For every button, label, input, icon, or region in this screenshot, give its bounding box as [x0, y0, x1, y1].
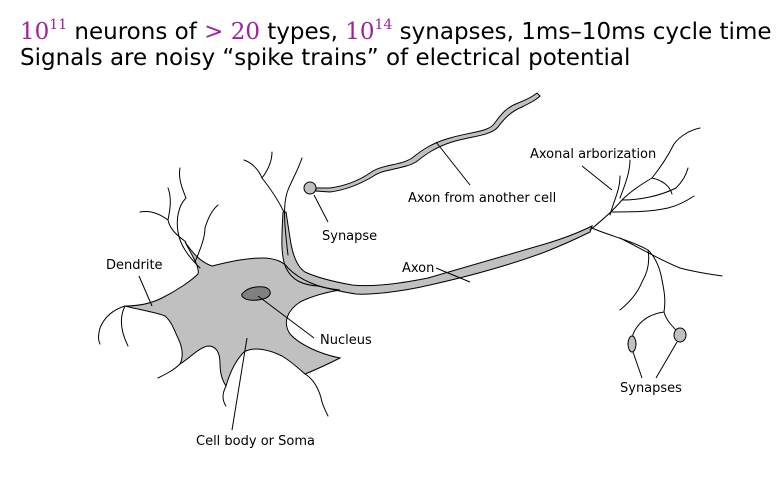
pow1-base: 10	[20, 19, 50, 45]
label-axon-from-another-cell: Axon from another cell	[408, 191, 556, 206]
dendrites	[98, 151, 329, 417]
line1-text3: synapses, 1ms–10ms cycle time	[392, 19, 772, 45]
incoming-axon	[315, 92, 541, 193]
label-cell-body: Cell body or Soma	[196, 434, 315, 449]
math-ten-pow-11: 1011	[20, 17, 68, 45]
label-synapse: Synapse	[322, 229, 377, 244]
leader-lines	[138, 141, 678, 431]
nucleus-shape	[241, 286, 271, 301]
synapse-bulb	[303, 181, 317, 195]
label-nucleus: Nucleus	[320, 333, 372, 348]
label-axon: Axon	[402, 261, 434, 276]
headline-line-1: 1011 neurons of > 20 types, 1014 synapse…	[20, 10, 772, 47]
math-ten-pow-14: 1014	[345, 17, 393, 45]
pow2-exp: 14	[374, 17, 393, 33]
synapse-bulb-right	[673, 327, 687, 343]
synapse-bulb-left	[627, 335, 637, 353]
line1-text1: neurons of	[67, 19, 205, 45]
axonal-arborization	[589, 127, 723, 343]
pow2-base: 10	[345, 19, 375, 45]
label-dendrite: Dendrite	[106, 258, 163, 273]
headline-line-2: Signals are noisy “spike trains” of elec…	[20, 45, 631, 71]
pow1-exp: 11	[49, 17, 68, 33]
math-greater-than-20: > 20	[204, 19, 260, 45]
label-axonal-arborization: Axonal arborization	[530, 147, 656, 162]
cell-body-soma	[124, 211, 593, 388]
line1-text2: types,	[259, 19, 346, 45]
label-synapses: Synapses	[620, 381, 682, 396]
